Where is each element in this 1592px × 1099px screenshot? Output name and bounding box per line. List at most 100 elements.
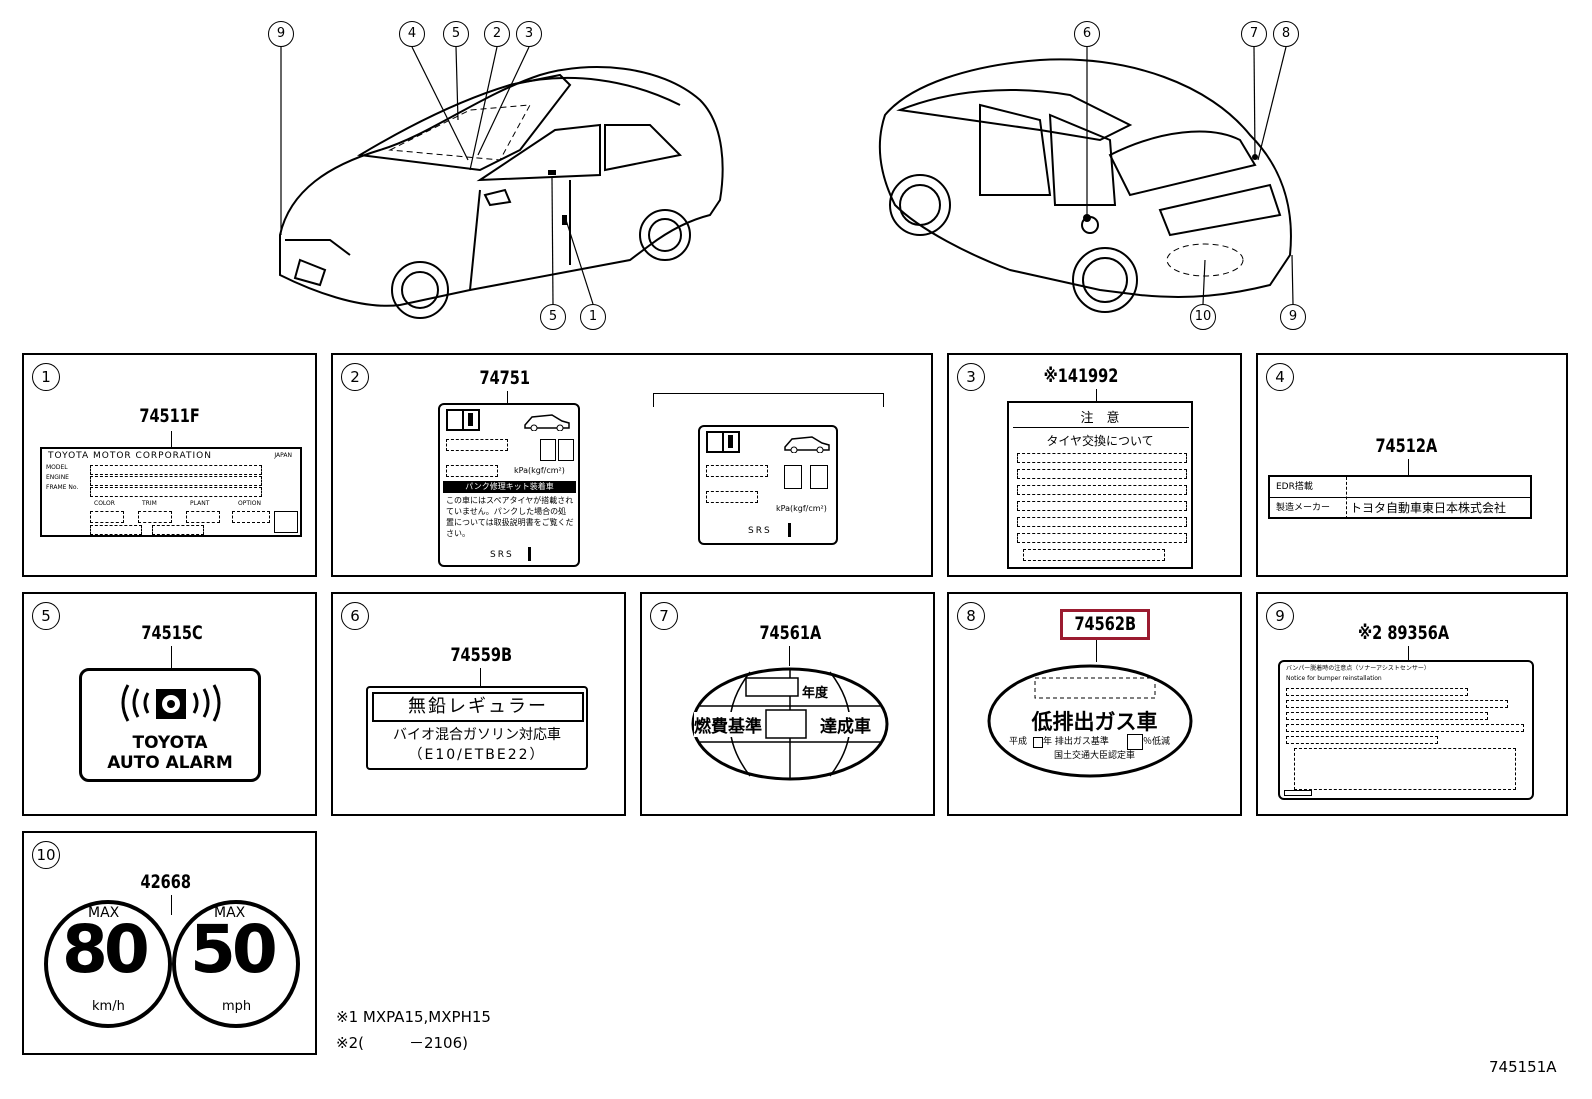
pressure-unit: kPa(kgf/cm²): [776, 504, 827, 513]
leader-line: [171, 431, 172, 448]
footnote-1: ※1 MXPA15,MXPH15: [336, 1008, 491, 1026]
manual-icon: [706, 431, 740, 453]
plate-row-engine: ENGINE: [46, 474, 69, 481]
part-number[interactable]: 42668: [140, 871, 192, 893]
alarm-line1: TOYOTA: [132, 733, 208, 753]
part-number[interactable]: 74751: [479, 367, 531, 389]
panel-number: 8: [957, 602, 985, 630]
bracket-end: [653, 393, 654, 407]
callout-9b[interactable]: 9: [1280, 304, 1306, 330]
panel-number: 7: [650, 602, 678, 630]
panel-number: 1: [32, 363, 60, 391]
plate-header: TOYOTA MOTOR CORPORATION: [48, 451, 212, 461]
car-icon: [784, 436, 830, 453]
leader-line: [1096, 389, 1097, 401]
caution-line: [1017, 517, 1187, 527]
leader-line: [171, 895, 172, 915]
manual-icon: [446, 409, 480, 431]
fuel-economy-badge: [691, 667, 889, 781]
pressure-box: [810, 465, 828, 489]
panel-number: 3: [957, 363, 985, 391]
leader-line: [1408, 646, 1409, 660]
callout-1[interactable]: 1: [580, 304, 606, 330]
callout-2[interactable]: 2: [484, 21, 510, 47]
bracket-end: [883, 393, 884, 407]
part-number[interactable]: ※2 89356A: [1358, 622, 1450, 644]
notice-text: [1286, 736, 1438, 744]
part-number[interactable]: 74512A: [1375, 435, 1438, 457]
pressure-field: [706, 491, 758, 503]
plate-box: [274, 511, 298, 533]
emission-box: [1127, 734, 1143, 750]
panel-9: 9 ※2 89356A バンパー脱着時の注意点（ソナーアシストセンサー） Not…: [1256, 592, 1568, 816]
speed-max-right: MAX: [214, 905, 246, 921]
caution-line: [1017, 485, 1187, 495]
emission-sub1: 平成: [1009, 737, 1028, 747]
plate-field: [90, 525, 142, 535]
callout-10[interactable]: 10: [1190, 304, 1216, 330]
part-number[interactable]: ※141992: [1043, 365, 1119, 387]
pressure-field: [446, 465, 498, 477]
callout-3[interactable]: 3: [516, 21, 542, 47]
fuel-label: 無鉛レギュラー バイオ混合ガソリン対応車 （E10/ETBE22）: [366, 686, 588, 770]
callout-6[interactable]: 6: [1074, 21, 1100, 47]
plate-field: [90, 465, 262, 475]
part-number[interactable]: 74559B: [450, 644, 513, 666]
front-car-illustration: [279, 66, 724, 319]
plate-field: [138, 511, 172, 523]
caution-line: [1017, 533, 1187, 543]
part-number[interactable]: 74515C: [141, 622, 203, 644]
caution-line: [1017, 469, 1187, 479]
plate-col-option: OPTION: [238, 500, 261, 507]
panel-number: 10: [32, 841, 60, 869]
repair-kit-text: この車にはスペアタイヤが搭載されていません。パンクした場合の処置については取扱説…: [446, 496, 574, 538]
divider: [1013, 427, 1189, 428]
callout-9[interactable]: 9: [268, 21, 294, 47]
fuel-line2: バイオ混合ガソリン対応車: [393, 727, 561, 743]
maker-key: 製造メーカー: [1276, 503, 1331, 513]
speed-value-kmh: 80: [62, 911, 150, 988]
speed-unit-mph: mph: [222, 999, 252, 1014]
footnote-2: ※2( －2106): [336, 1034, 468, 1052]
srs-bar: [788, 523, 791, 537]
part-number[interactable]: 74511F: [139, 405, 200, 427]
panel-2: 2 74751 kPa(kgf/cm²) パンク修理キット装着車 この車にはスペ…: [331, 353, 933, 577]
callout-8[interactable]: 8: [1273, 21, 1299, 47]
pressure-box: [784, 465, 802, 489]
speed-unit-kmh: km/h: [92, 999, 125, 1014]
leader-line: [480, 668, 481, 686]
callout-4[interactable]: 4: [399, 21, 425, 47]
edr-label: EDR搭載 製造メーカー トヨタ自動車東日本株式会社: [1268, 475, 1532, 519]
callout-7[interactable]: 7: [1241, 21, 1267, 47]
caution-subtitle: タイヤ交換について: [1046, 434, 1154, 448]
edr-key: EDR搭載: [1276, 482, 1313, 492]
srs-text: SRS: [748, 526, 772, 536]
pressure-unit: kPa(kgf/cm²): [514, 466, 565, 475]
badge-left: 燃費基準: [694, 712, 762, 737]
front-leader-lines: [280, 46, 594, 305]
panel-3: 3 ※141992 注 意 タイヤ交換について: [947, 353, 1242, 577]
pressure-box: [540, 439, 556, 461]
maker-value: トヨタ自動車東日本株式会社: [1350, 501, 1507, 515]
plate-field: [90, 476, 262, 486]
alarm-icon: [121, 684, 221, 722]
caution-line: [1017, 501, 1187, 511]
vin-plate-label: TOYOTA MOTOR CORPORATION JAPAN MODEL ENG…: [40, 447, 302, 537]
part-number[interactable]: 74561A: [759, 622, 822, 644]
emission-main: 低排出ガス車: [1031, 710, 1158, 734]
leader-line: [171, 646, 172, 668]
fuel-line1: 無鉛レギュラー: [372, 692, 584, 722]
plate-col-plant: PLANT: [190, 500, 210, 507]
part-number[interactable]: 74562B: [1074, 613, 1137, 635]
panel-number: 6: [341, 602, 369, 630]
notice-text: [1286, 724, 1524, 732]
notice-line2: Notice for bumper reinstallation: [1286, 675, 1382, 682]
panel-4: 4 74512A EDR搭載 製造メーカー トヨタ自動車東日本株式会社: [1256, 353, 1568, 577]
leader-line: [1096, 640, 1097, 662]
callout-5[interactable]: 5: [443, 21, 469, 47]
speed-max-left: MAX: [88, 905, 120, 921]
callout-5b[interactable]: 5: [540, 304, 566, 330]
notice-line1: バンパー脱着時の注意点（ソナーアシストセンサー）: [1286, 665, 1430, 672]
panel-number: 4: [1266, 363, 1294, 391]
divider: [1270, 497, 1532, 498]
